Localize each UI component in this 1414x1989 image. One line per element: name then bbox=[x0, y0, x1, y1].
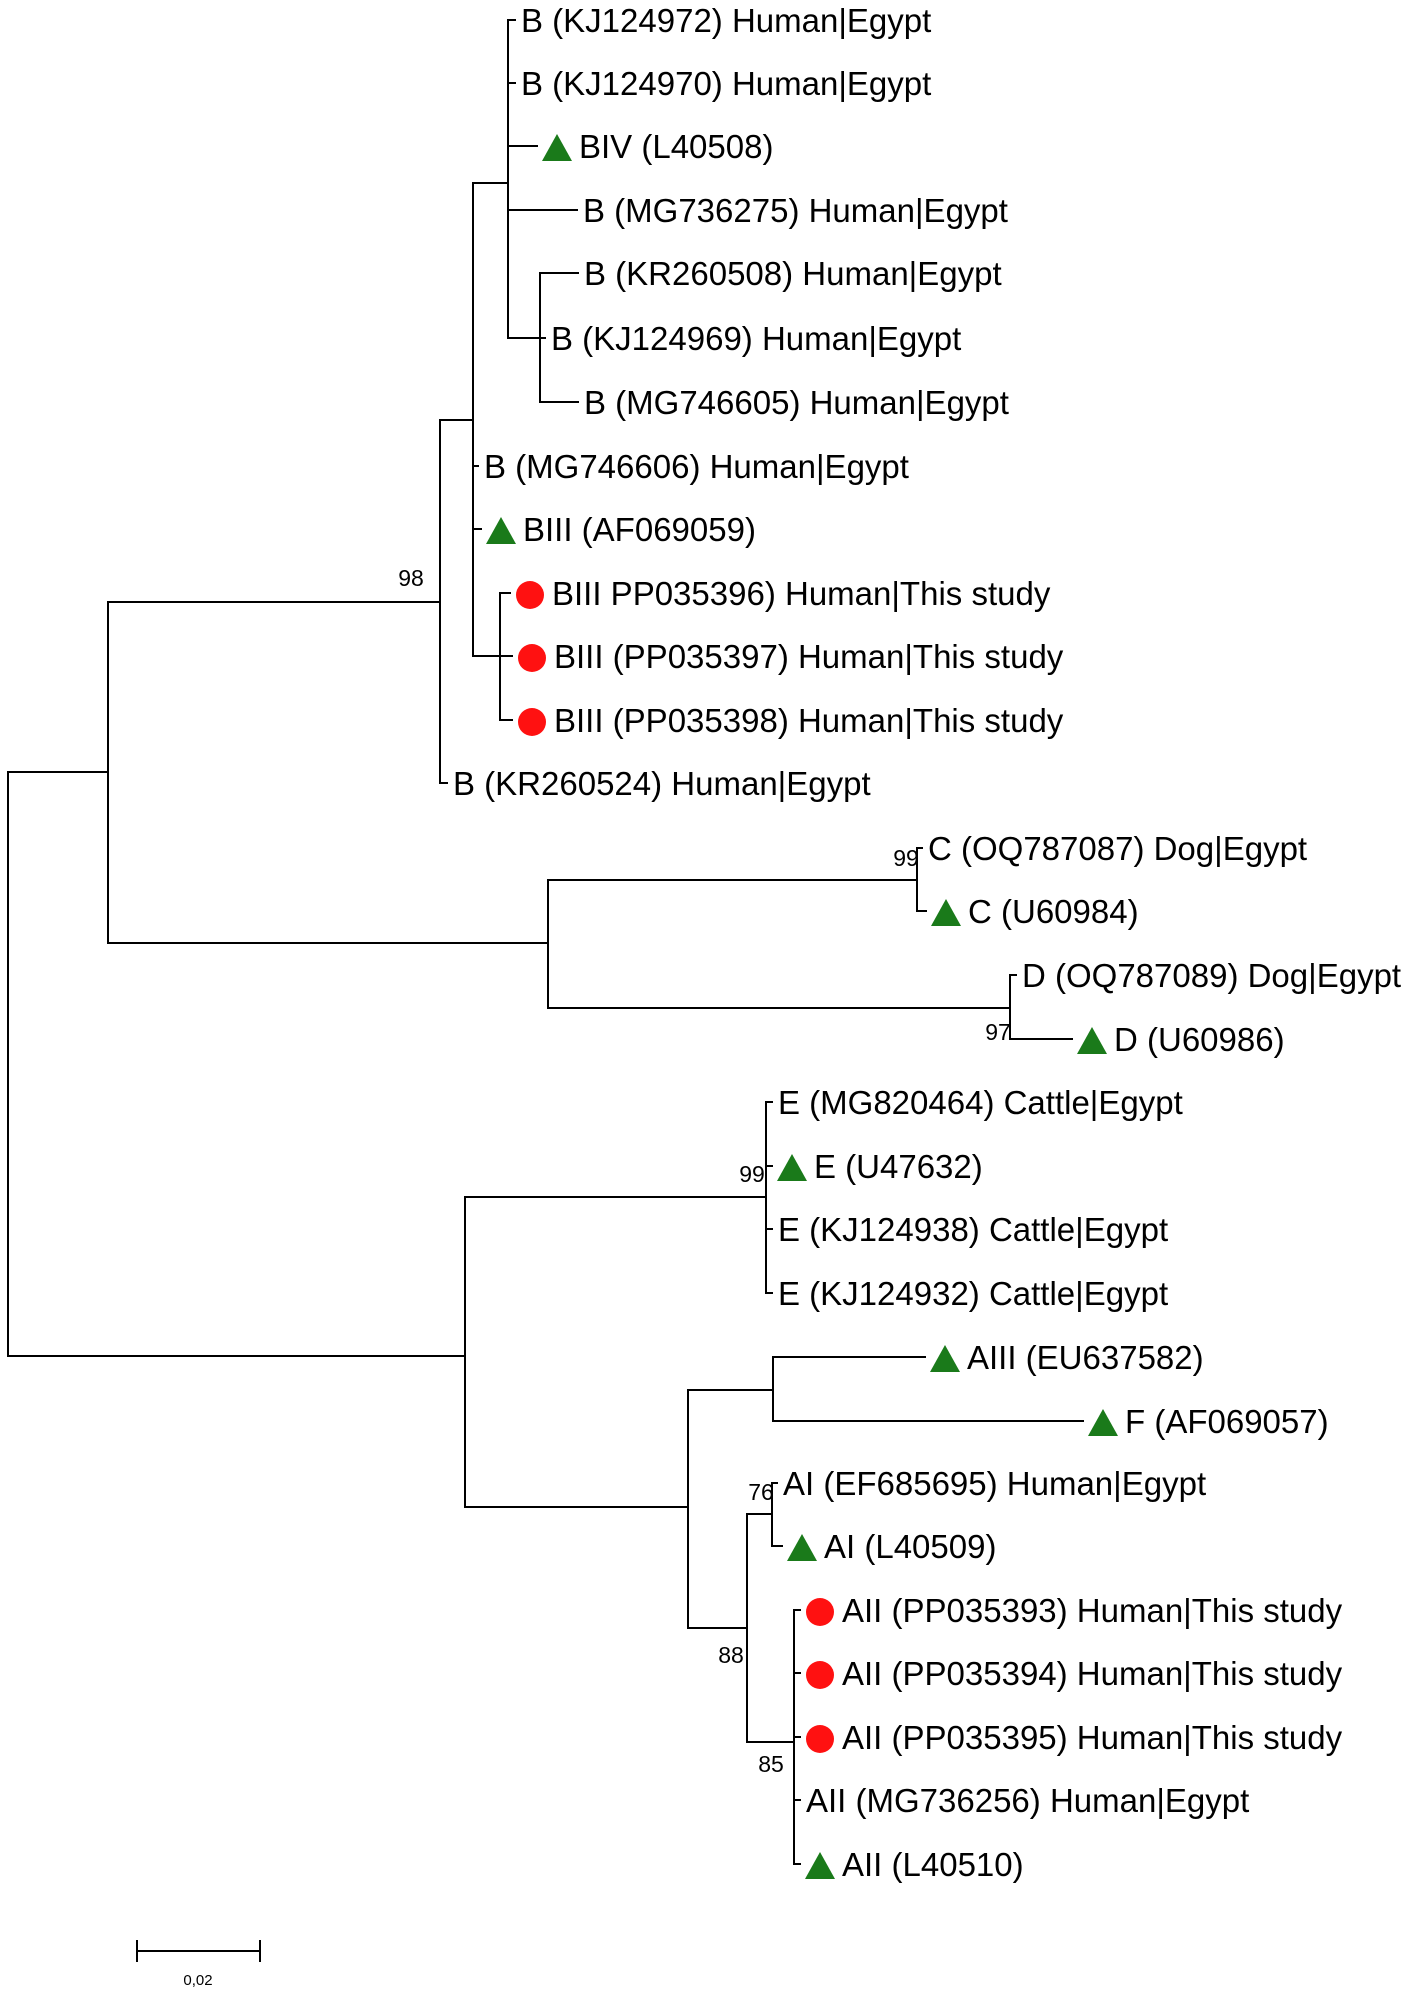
leaf-label: BIII (PP035398) Human|This study bbox=[554, 702, 1064, 739]
bootstrap-value: 98 bbox=[398, 565, 424, 591]
leaf-label: F (AF069057) bbox=[1125, 1403, 1329, 1440]
reference-triangle-icon bbox=[1088, 1409, 1118, 1436]
leaf-label: C (OQ787087) Dog|Egypt bbox=[928, 830, 1307, 867]
bootstrap-value: 99 bbox=[893, 845, 919, 871]
bootstrap-value: 76 bbox=[748, 1479, 774, 1505]
leaf-label: AI (L40509) bbox=[824, 1528, 996, 1565]
leaf-label: AI (EF685695) Human|Egypt bbox=[783, 1465, 1206, 1502]
leaf-label: AIII (EU637582) bbox=[967, 1339, 1204, 1376]
this-study-circle-icon bbox=[518, 708, 546, 736]
leaf-label: B (KJ124970) Human|Egypt bbox=[521, 65, 931, 102]
leaf-label: E (MG820464) Cattle|Egypt bbox=[778, 1084, 1183, 1121]
leaf-label: B (MG746606) Human|Egypt bbox=[484, 448, 909, 485]
reference-triangle-icon bbox=[787, 1534, 817, 1561]
reference-triangle-icon bbox=[1077, 1027, 1107, 1054]
leaf-label: E (U47632) bbox=[814, 1148, 983, 1185]
leaf-label: D (U60986) bbox=[1114, 1021, 1285, 1058]
leaf-label: AII (PP035395) Human|This study bbox=[842, 1719, 1343, 1756]
leaf-markers bbox=[486, 134, 1118, 1879]
leaf-label: AII (PP035393) Human|This study bbox=[842, 1592, 1343, 1629]
leaf-label: B (KR260508) Human|Egypt bbox=[584, 255, 1002, 292]
reference-triangle-icon bbox=[805, 1852, 835, 1879]
leaf-label: BIII (AF069059) bbox=[523, 511, 756, 548]
leaf-label: AII (MG736256) Human|Egypt bbox=[806, 1782, 1249, 1819]
leaf-label: E (KJ124932) Cattle|Egypt bbox=[778, 1275, 1168, 1312]
bootstrap-values: 98 99 97 99 76 88 85 bbox=[398, 565, 1011, 1777]
leaf-label: AII (PP035394) Human|This study bbox=[842, 1655, 1343, 1692]
leaf-label: C (U60984) bbox=[968, 893, 1139, 930]
leaf-label: B (KJ124969) Human|Egypt bbox=[551, 320, 961, 357]
this-study-circle-icon bbox=[806, 1598, 834, 1626]
leaf-label: D (OQ787089) Dog|Egypt bbox=[1022, 957, 1401, 994]
this-study-circle-icon bbox=[518, 644, 546, 672]
scale-bar-label: 0,02 bbox=[183, 1972, 212, 1989]
leaf-label: BIII PP035396) Human|This study bbox=[552, 575, 1051, 612]
scale-bar bbox=[136, 1940, 261, 1962]
reference-triangle-icon bbox=[930, 1345, 960, 1372]
bootstrap-value: 99 bbox=[739, 1161, 765, 1187]
this-study-circle-icon bbox=[806, 1661, 834, 1689]
leaf-label: B (MG746605) Human|Egypt bbox=[584, 384, 1009, 421]
tree-branches bbox=[7, 19, 1084, 1962]
reference-triangle-icon bbox=[542, 134, 572, 161]
leaf-label: BIII (PP035397) Human|This study bbox=[554, 638, 1064, 675]
bootstrap-value: 88 bbox=[718, 1642, 744, 1668]
bootstrap-value: 97 bbox=[985, 1019, 1011, 1045]
this-study-circle-icon bbox=[806, 1725, 834, 1753]
reference-triangle-icon bbox=[486, 517, 516, 544]
leaf-label: AII (L40510) bbox=[842, 1846, 1024, 1883]
leaf-label: E (KJ124938) Cattle|Egypt bbox=[778, 1211, 1168, 1248]
this-study-circle-icon bbox=[516, 581, 544, 609]
leaf-label: B (KJ124972) Human|Egypt bbox=[521, 2, 931, 39]
reference-triangle-icon bbox=[931, 899, 961, 926]
leaf-labels: B (KJ124972) Human|Egypt B (KJ124970) Hum… bbox=[453, 2, 1401, 1883]
leaf-label: BIV (L40508) bbox=[579, 128, 773, 165]
leaf-label: B (KR260524) Human|Egypt bbox=[453, 765, 871, 802]
bootstrap-value: 85 bbox=[758, 1751, 784, 1777]
reference-triangle-icon bbox=[777, 1154, 807, 1181]
leaf-label: B (MG736275) Human|Egypt bbox=[583, 192, 1008, 229]
